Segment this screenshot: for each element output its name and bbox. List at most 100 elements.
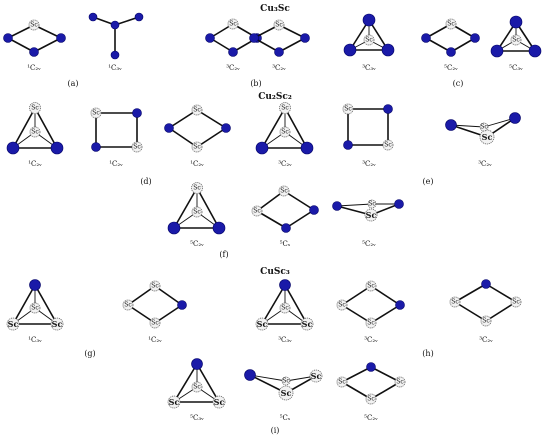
sc-atom-label: Sc <box>31 129 39 136</box>
bond <box>173 187 198 229</box>
sc-atom-label: Sc <box>367 320 375 327</box>
symmetry-label: ⁵C₃ᵥ <box>509 64 523 72</box>
symmetry-label: ³C₂ᵥ <box>272 64 286 72</box>
sc-atom <box>367 199 377 209</box>
cu-atom <box>191 358 203 370</box>
sc-atom-label: Sc <box>193 185 201 192</box>
sc-atom <box>191 381 203 393</box>
bond <box>336 203 373 207</box>
symmetry-label: ³C₃ᵥ <box>362 64 376 72</box>
bond <box>154 285 183 306</box>
bond <box>196 127 227 148</box>
cu-atom <box>91 142 101 152</box>
symmetry-label: ¹C₂ᵥ <box>28 160 42 168</box>
sc-atom-label: Sc <box>169 397 180 407</box>
sc-atom <box>122 299 134 311</box>
symmetry-label: ¹C₂ᵥ <box>190 160 204 168</box>
sc-atom <box>191 206 203 218</box>
cu-atom <box>366 362 376 372</box>
sc-atom <box>131 141 143 153</box>
bond <box>341 285 372 306</box>
cu-atom <box>110 50 120 60</box>
cu-atom <box>249 33 259 43</box>
cu-atom <box>445 119 457 131</box>
symmetry-label: ³C₂ᵥ <box>478 160 492 168</box>
bond <box>278 37 306 53</box>
symmetry-label: ¹C₃ᵥ <box>108 64 122 72</box>
sc-atom-label: Sc <box>31 305 39 312</box>
sc-atom <box>28 19 40 31</box>
symmetry-label: ³C₂ᵥ <box>364 336 378 344</box>
symmetry-label: ³C₂ᵥ <box>362 160 376 168</box>
symmetry-label: ³C₂ᵥ <box>278 160 292 168</box>
bond <box>168 127 198 148</box>
cu-atom <box>528 44 542 58</box>
sc-atom <box>167 395 181 409</box>
sc-atom-label: Sc <box>124 302 132 309</box>
cu-atom <box>134 12 144 22</box>
sc-atom-label: Sc <box>281 129 289 136</box>
sc-atom <box>309 369 323 383</box>
cu-atom <box>362 13 376 27</box>
bond <box>12 284 36 325</box>
symmetry-label: ⁵C₂ᵥ <box>364 414 378 422</box>
bond <box>485 301 517 322</box>
sc-atom-label: Sc <box>281 305 289 312</box>
cu-atom <box>281 223 291 233</box>
cu-atom <box>164 123 174 133</box>
sc-atom <box>191 141 203 153</box>
bond <box>7 37 35 53</box>
cu-atom <box>205 33 215 43</box>
sc-atom <box>364 208 378 222</box>
sc-atom <box>336 299 348 311</box>
cu-atom <box>381 43 395 57</box>
bond <box>485 283 517 303</box>
section-title-cu3sc: Cu₃Sc <box>260 4 290 14</box>
cu-atom <box>470 33 480 43</box>
bond <box>261 107 286 149</box>
cu-atom <box>3 33 13 43</box>
sc-atom <box>191 104 203 116</box>
panel-label-d: (d) <box>140 177 151 186</box>
sc-atom-label: Sc <box>257 319 268 329</box>
cu-atom <box>300 141 314 155</box>
cu-atom <box>244 369 256 381</box>
sc-atom-label: Sc <box>480 124 488 131</box>
symmetry-label: ³C₃ᵥ <box>278 336 292 344</box>
sc-atom-label: Sc <box>229 21 237 28</box>
sc-atom-label: Sc <box>280 188 288 195</box>
sc-atom-label: Sc <box>151 320 159 327</box>
symmetry-label: ³C₂ᵥ <box>479 336 493 344</box>
sc-atom <box>336 376 348 388</box>
sc-atom <box>480 315 492 327</box>
sc-atom <box>279 302 291 314</box>
cu-atom <box>110 20 120 30</box>
bond <box>261 284 286 325</box>
sc-atom-label: Sc <box>396 379 404 386</box>
bond <box>256 190 285 212</box>
cu-atom <box>446 47 456 57</box>
bond <box>341 304 372 324</box>
sc-atom <box>227 18 239 30</box>
sc-atom-label: Sc <box>451 299 459 306</box>
panel-label-i: (i) <box>271 426 280 435</box>
sc-atom <box>365 317 377 329</box>
sc-atom-label: Sc <box>133 144 141 151</box>
panel-label-h: (h) <box>422 349 433 358</box>
symmetry-label: ⁵Cₛ <box>280 414 291 422</box>
sc-atom-label: Sc <box>8 319 19 329</box>
sc-atom-label: Sc <box>366 210 377 220</box>
sc-atom-label: Sc <box>193 384 201 391</box>
sc-atom-label: Sc <box>92 110 100 117</box>
panel-label-g: (g) <box>84 349 95 358</box>
sc-atom <box>365 280 377 292</box>
sc-atom <box>29 302 41 314</box>
